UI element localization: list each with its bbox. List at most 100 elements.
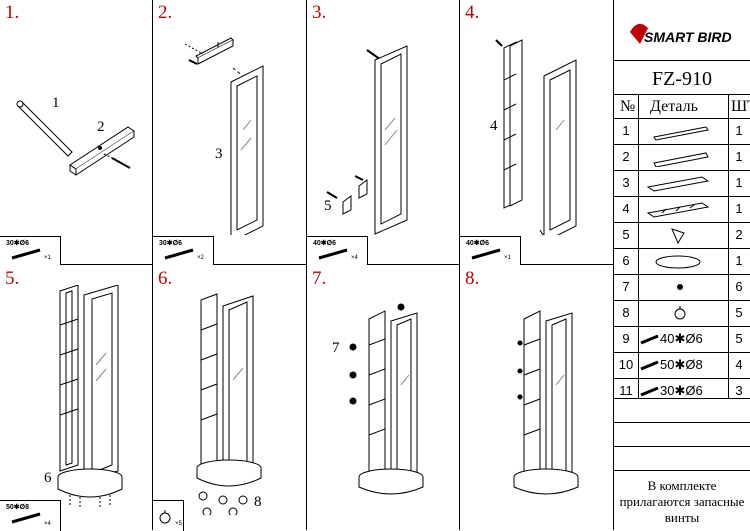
col-divider-3 xyxy=(459,0,460,530)
screw-icon xyxy=(11,512,41,524)
screw-spec: 30✱Ø6 xyxy=(6,240,29,247)
table-row-line xyxy=(614,60,750,61)
spare-screws-note: В комплекте прилагаются запасные винты xyxy=(619,478,745,525)
step-6-caster-box: ×5 xyxy=(153,500,184,531)
table-row-num: 10 xyxy=(618,357,634,372)
screw-qty: ×2 xyxy=(197,255,204,261)
table-row-num: 2 xyxy=(622,149,630,164)
table-row-line xyxy=(614,398,750,399)
step-4-part-label-4: 4 xyxy=(490,118,498,134)
step-8-drawing xyxy=(513,310,579,495)
step-4-screw-box: 40✱Ø6 ×1 xyxy=(460,236,521,265)
table-row-line xyxy=(614,248,750,249)
screw-qty: ×4 xyxy=(351,255,358,261)
table-row-num: 3 xyxy=(622,175,630,190)
screw-icon xyxy=(471,248,501,260)
screw-spec: 40✱Ø6 xyxy=(313,240,336,247)
part-icon xyxy=(653,126,709,141)
table-row-num: 11 xyxy=(619,383,633,398)
part-icon xyxy=(671,228,685,245)
table-row-line xyxy=(614,94,750,95)
step-1-drawing xyxy=(16,100,135,176)
screw-icon xyxy=(640,360,659,371)
screw-qty: ×4 xyxy=(44,521,51,527)
step-3-drawing xyxy=(326,45,408,235)
part-icon xyxy=(646,176,710,192)
table-row-num: 7 xyxy=(622,279,630,294)
header-part: Деталь xyxy=(650,98,698,115)
screw-icon xyxy=(164,248,194,260)
brand-logo: SMART BIRD xyxy=(630,23,732,45)
header-num: № xyxy=(620,98,636,115)
step-number-7: 7. xyxy=(312,268,327,289)
step-2-screw-box: 30✱Ø6 ×2 xyxy=(153,236,214,265)
table-row-line xyxy=(614,300,750,301)
step-2-part-label-3: 3 xyxy=(215,146,223,162)
step-3-part-label-5: 5 xyxy=(324,198,332,214)
table-row-qty: 1 xyxy=(735,175,743,190)
part-icon xyxy=(677,284,683,290)
table-row-line xyxy=(614,170,750,171)
screw-icon xyxy=(318,248,348,260)
table-row-qty: 2 xyxy=(735,227,743,242)
step-1-part-label-2: 2 xyxy=(97,119,105,135)
table-row-line xyxy=(614,222,750,223)
table-row-num: 1 xyxy=(622,123,630,138)
table-row-num: 8 xyxy=(622,305,630,320)
screw-icon xyxy=(640,334,659,345)
step-4-drawing xyxy=(495,39,577,235)
step-number-4: 4. xyxy=(465,2,480,23)
table-row-num: 4 xyxy=(622,201,630,216)
table-row-spec: 30✱Ø6 xyxy=(660,383,703,398)
part-icon xyxy=(646,202,710,218)
screw-spec: 50✱Ø8 xyxy=(6,504,29,511)
table-row-qty: 6 xyxy=(735,279,743,294)
table-row-line xyxy=(614,144,750,145)
table-row-line xyxy=(614,378,750,379)
step-number-1: 1. xyxy=(5,2,20,23)
screw-qty: ×1 xyxy=(44,255,51,261)
table-row-spec: 40✱Ø6 xyxy=(660,331,703,346)
step-number-2: 2. xyxy=(158,2,173,23)
brand-name: SMART BIRD xyxy=(644,29,732,45)
table-col-divider-1 xyxy=(638,94,639,398)
col-divider-2 xyxy=(306,0,307,530)
table-row-line xyxy=(614,422,750,423)
table-row-line xyxy=(614,118,750,119)
step-5-drawing xyxy=(57,285,123,509)
col-divider-1 xyxy=(152,0,153,530)
header-qty: ШТ xyxy=(731,98,750,115)
table-row-qty: 4 xyxy=(735,357,743,372)
caster-icon xyxy=(159,510,171,524)
table-row-qty: 5 xyxy=(735,331,743,346)
screw-spec: 40✱Ø6 xyxy=(466,240,489,247)
step-6-part-label-8: 8 xyxy=(254,494,262,510)
step-1-screw-box: 30✱Ø6 ×1 xyxy=(0,236,61,265)
step-number-3: 3. xyxy=(312,2,327,23)
step-5-screw-box: 50✱Ø8 ×4 xyxy=(0,500,61,531)
step-5-part-label-6: 6 xyxy=(44,470,52,486)
col-divider-4 xyxy=(613,0,614,530)
screw-qty: ×1 xyxy=(504,255,511,261)
table-row-qty: 1 xyxy=(735,201,743,216)
step-2-drawing xyxy=(184,37,264,235)
table-row-line xyxy=(614,470,750,471)
part-icon xyxy=(655,255,701,269)
model-number: FZ-910 xyxy=(652,68,712,90)
step-3-screw-box: 40✱Ø6 ×4 xyxy=(307,236,368,265)
table-row-qty: 1 xyxy=(735,253,743,268)
part-icon xyxy=(674,306,686,320)
table-row-spec: 50✱Ø8 xyxy=(660,357,703,372)
table-row-num: 5 xyxy=(622,227,630,242)
part-icon xyxy=(653,152,709,167)
screw-spec: 30✱Ø6 xyxy=(159,240,182,247)
table-row-num: 6 xyxy=(622,253,630,268)
table-row-qty: 3 xyxy=(735,383,743,398)
step-7-part-label-7: 7 xyxy=(332,340,340,356)
table-row-qty: 1 xyxy=(735,123,743,138)
screw-icon xyxy=(640,386,659,397)
step-6-drawing xyxy=(196,293,262,515)
caster-qty: ×5 xyxy=(175,521,182,527)
table-col-divider-2 xyxy=(728,94,729,398)
